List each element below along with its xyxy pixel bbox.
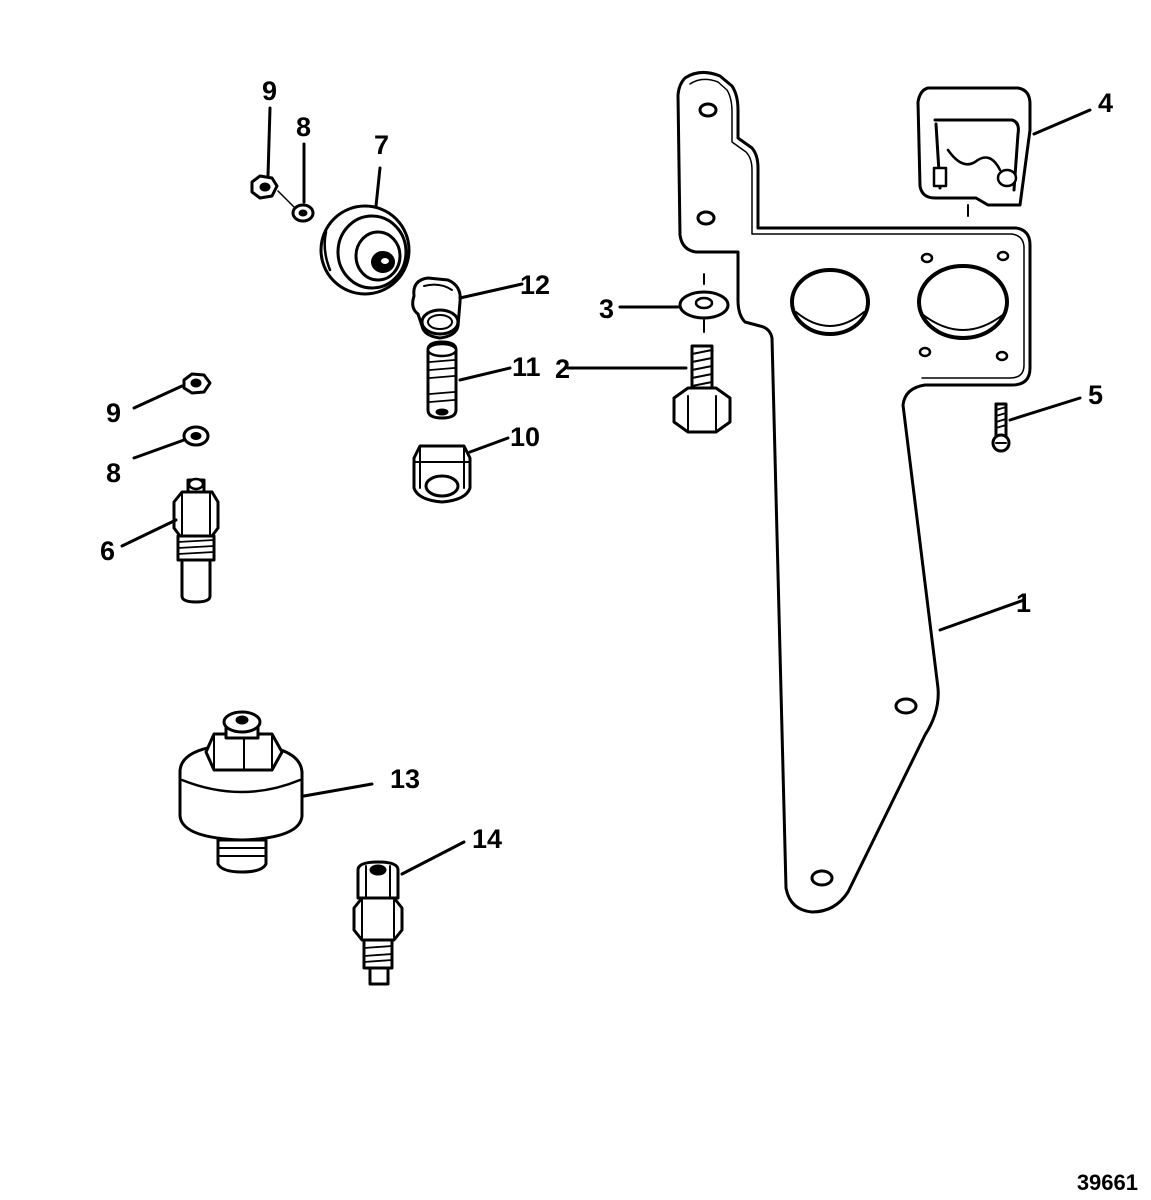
assembly-line [277, 190, 295, 208]
part-7-sender [319, 204, 411, 296]
leader-10 [468, 436, 510, 454]
part-10-adapter [412, 444, 472, 504]
leader-14 [400, 840, 466, 876]
leader-5 [1008, 396, 1082, 422]
part-14-sender [352, 860, 404, 986]
callout-14: 14 [472, 824, 502, 854]
part-5-screw [991, 402, 1011, 453]
leader-8b [132, 438, 186, 460]
callout-9-top: 9 [262, 76, 277, 106]
part-9-nut-top [250, 174, 279, 200]
callout-5: 5 [1088, 380, 1103, 410]
part-9-nut-left [182, 372, 212, 395]
callout-3: 3 [599, 294, 614, 324]
callout-7: 7 [374, 130, 389, 160]
part-3-washer [678, 273, 730, 333]
leader-12 [458, 282, 524, 300]
part-8-washer-top [291, 203, 315, 223]
part-13-knock-sensor [178, 710, 304, 874]
leader-13 [302, 782, 374, 798]
callout-10: 10 [510, 422, 540, 452]
part-6-temp-sender [172, 477, 220, 604]
callout-2: 2 [555, 354, 570, 384]
part-12-elbow [411, 276, 462, 340]
leader-9b [132, 384, 184, 410]
part-4-clip [916, 86, 1032, 217]
part-8-washer-left [182, 425, 210, 447]
leader-6 [120, 518, 178, 548]
part-11-nipple [426, 340, 458, 420]
leader-7 [374, 166, 382, 208]
figure-number: 39661 [1077, 1170, 1138, 1195]
leader-1 [938, 598, 1026, 632]
callout-labels: 1 2 3 4 5 6 7 8 8 9 9 10 11 12 13 14 [100, 76, 1113, 854]
callout-6: 6 [100, 536, 115, 566]
callout-1: 1 [1016, 588, 1031, 618]
leader-lines [120, 106, 1092, 876]
callout-11: 11 [512, 352, 541, 382]
callout-8-left: 8 [106, 458, 121, 488]
callout-9-left: 9 [106, 398, 121, 428]
leader-11 [458, 366, 512, 382]
leader-9a [266, 106, 272, 178]
callout-12: 12 [520, 270, 550, 300]
part-2-bolt [672, 344, 732, 434]
part-1-bracket [676, 71, 1032, 914]
leader-4 [1032, 108, 1092, 136]
callout-13: 13 [390, 764, 420, 794]
callout-8-top: 8 [296, 112, 311, 142]
callout-4: 4 [1098, 88, 1113, 118]
